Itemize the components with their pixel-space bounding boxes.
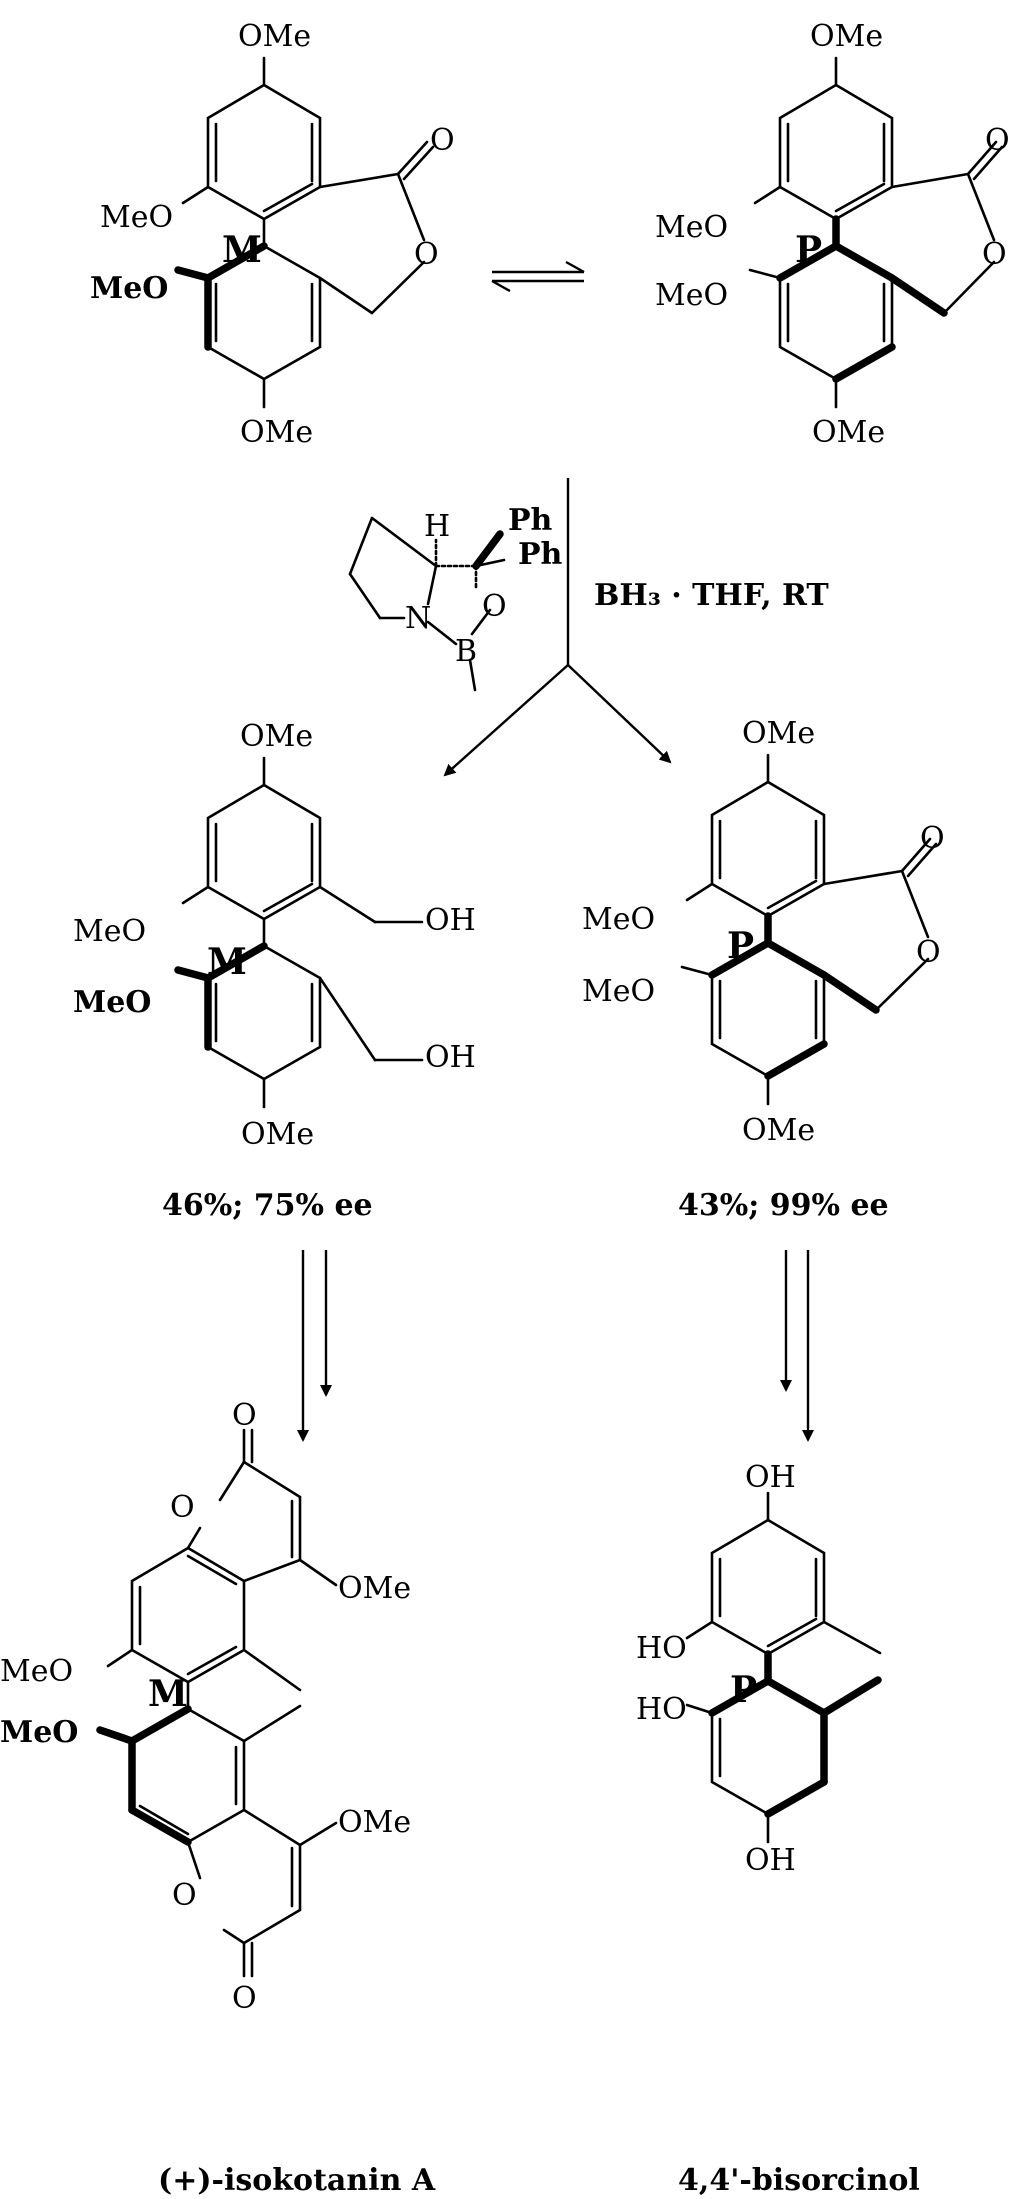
equilibrium-arrows bbox=[491, 260, 585, 293]
structure-isokotanin-a: O O OMe MeO MeO OMe O O M bbox=[0, 1398, 411, 2016]
cbs-catalyst: H Ph Ph O N B bbox=[348, 503, 563, 692]
label-ring-o-p2: O bbox=[916, 935, 941, 970]
structure-m-diol: OMe MeO MeO OMe OH OH M bbox=[73, 719, 476, 1152]
label-meo-lower: MeO bbox=[90, 271, 168, 306]
product-name-left: (+)-isokotanin A bbox=[158, 2163, 436, 2198]
label-ome-bottom-p: OMe bbox=[812, 415, 885, 450]
label-oh-2: OH bbox=[425, 1040, 476, 1075]
label-ome-bottom-p2: OMe bbox=[742, 1113, 815, 1148]
label-iso-carbonyl-top: O bbox=[232, 1398, 257, 1433]
label-cat-n: N bbox=[405, 601, 431, 636]
label-meo-lower-p: MeO bbox=[655, 278, 728, 313]
label-cat-b: B bbox=[455, 634, 477, 669]
multistep-arrows bbox=[297, 1250, 814, 1442]
label-meo-lower-diol: MeO bbox=[73, 985, 151, 1020]
label-iso-carbonyl-bottom: O bbox=[232, 1981, 257, 2016]
label-helix-m: M bbox=[222, 229, 262, 271]
label-helix-m-diol: M bbox=[207, 941, 247, 983]
label-meo-upper-diol: MeO bbox=[73, 914, 146, 949]
label-bis-oh-top: OH bbox=[745, 1460, 796, 1495]
structure-bisorcinol: OH HO HO OH P bbox=[636, 1460, 882, 1878]
label-bis-ho-upper: HO bbox=[636, 1631, 687, 1666]
label-iso-ome-top: OMe bbox=[338, 1571, 411, 1606]
label-ome-bottom-diol: OMe bbox=[241, 1117, 314, 1152]
label-ome-bottom: OMe bbox=[240, 415, 313, 450]
label-meo-upper-p2: MeO bbox=[582, 902, 655, 937]
label-ph-2: Ph bbox=[518, 537, 563, 572]
product-name-right: 4,4'-bisorcinol bbox=[678, 2163, 920, 2198]
label-h: H bbox=[424, 509, 450, 544]
reaction-arrows: BH₃ · THF, RT bbox=[443, 478, 829, 777]
label-iso-meo-upper: MeO bbox=[0, 1654, 73, 1689]
structure-p-lactone-recovered: OMe MeO MeO OMe O O P bbox=[582, 716, 945, 1148]
structure-m-lactone: OMe MeO MeO OMe O O M bbox=[90, 19, 455, 450]
label-ome-top-diol: OMe bbox=[240, 719, 313, 754]
label-meo-upper: MeO bbox=[100, 200, 173, 235]
yield-left: 46%; 75% ee bbox=[162, 1188, 373, 1223]
label-ome-top-p2: OMe bbox=[742, 716, 815, 751]
label-helix-p-bis: P bbox=[730, 1669, 757, 1711]
label-helix-p: P bbox=[795, 229, 822, 271]
label-bis-ho-lower: HO bbox=[636, 1692, 687, 1727]
label-carbonyl-o: O bbox=[430, 123, 455, 158]
label-bis-oh-bottom: OH bbox=[745, 1843, 796, 1878]
label-iso-o-top: O bbox=[170, 1490, 195, 1525]
label-conditions: BH₃ · THF, RT bbox=[594, 578, 829, 613]
label-cat-o: O bbox=[482, 589, 507, 624]
label-ph-1: Ph bbox=[508, 503, 553, 538]
label-helix-p2: P bbox=[727, 925, 754, 967]
yield-right: 43%; 99% ee bbox=[678, 1188, 889, 1223]
label-ring-o: O bbox=[414, 237, 439, 272]
label-oh-1: OH bbox=[425, 903, 476, 938]
label-meo-upper-p: MeO bbox=[655, 210, 728, 245]
label-ome-top-p: OMe bbox=[810, 19, 883, 54]
label-ome-top: OMe bbox=[238, 19, 311, 54]
structure-p-lactone: OMe MeO MeO OMe O O P bbox=[655, 19, 1010, 450]
label-carbonyl-o-p2: O bbox=[920, 821, 945, 856]
label-ring-o-p: O bbox=[982, 237, 1007, 272]
label-meo-lower-p2: MeO bbox=[582, 974, 655, 1009]
label-iso-o-bottom: O bbox=[172, 1878, 197, 1913]
label-iso-ome-bottom: OMe bbox=[338, 1805, 411, 1840]
label-helix-m-iso: M bbox=[148, 1673, 188, 1715]
label-iso-meo-lower: MeO bbox=[0, 1715, 78, 1750]
label-carbonyl-o-p: O bbox=[985, 123, 1010, 158]
